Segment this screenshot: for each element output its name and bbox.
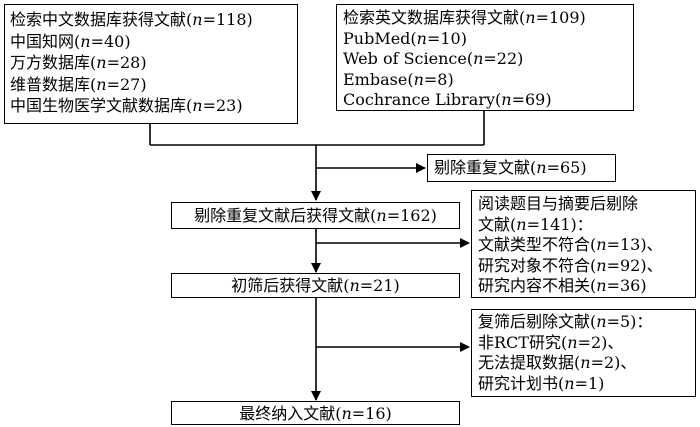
english-database-title: 检索英文数据库获得文献(n=109) bbox=[343, 8, 586, 27]
db-item-cbm: 中国生物医学文献数据库(n=23) bbox=[10, 96, 243, 115]
db-item-vip: 维普数据库(n=27) bbox=[10, 74, 147, 94]
db-item-cnki: 中国知网(n=40) bbox=[10, 31, 131, 51]
db-item-wanfang: 万方数据库(n=28) bbox=[10, 53, 147, 72]
exclude-title-line2: 文献(n=141)： bbox=[478, 214, 593, 234]
final-inclusion-box: 最终纳入文献(n=16) bbox=[171, 401, 460, 425]
english-database-box: 检索英文数据库获得文献(n=109) PubMed(n=10) Web of S… bbox=[336, 4, 634, 111]
exclude-reason-content: 研究内容不相关(n=36) bbox=[478, 276, 647, 295]
chinese-database-title: 检索中文数据库获得文献(n=118) bbox=[10, 10, 253, 29]
exclude-title-line1: 阅读题目与摘要后剔除 bbox=[478, 194, 639, 213]
remove-duplicates-text: 剔除重复文献(n=65) bbox=[434, 158, 587, 177]
db-item-cochrane: Cochrance Library(n=69) bbox=[343, 90, 552, 109]
after-dedup-box: 剔除重复文献后获得文献(n=162) bbox=[171, 202, 460, 229]
exclude-reason-protocol: 研究计划书(n=1) bbox=[478, 373, 605, 393]
final-inclusion-text: 最终纳入文献(n=16) bbox=[239, 404, 392, 423]
exclude-reason-no-data: 无法提取数据(n=2)、 bbox=[478, 353, 637, 372]
after-dedup-text: 剔除重复文献后获得文献(n=162) bbox=[194, 206, 437, 225]
db-item-pubmed: PubMed(n=10) bbox=[343, 28, 467, 48]
exclude-rescreen-line1: 复筛后剔除文献(n=5)： bbox=[478, 312, 653, 331]
db-item-embase: Embase(n=8) bbox=[343, 69, 454, 89]
exclude-rescreen-box: 复筛后剔除文献(n=5)： 非RCT研究(n=2)、 无法提取数据(n=2)、 … bbox=[471, 309, 696, 397]
exclude-reason-type: 文献类型不符合(n=13)、 bbox=[478, 235, 663, 254]
exclude-reason-non-rct: 非RCT研究(n=2)、 bbox=[478, 332, 624, 352]
db-item-web-of-science: Web of Science(n=22) bbox=[343, 49, 524, 68]
exclude-title-abstract-box: 阅读题目与摘要后剔除 文献(n=141)： 文献类型不符合(n=13)、 研究对… bbox=[471, 190, 696, 298]
initial-screen-box: 初筛后获得文献(n=21) bbox=[171, 273, 460, 298]
exclude-reason-subject: 研究对象不符合(n=92)、 bbox=[478, 255, 663, 275]
initial-screen-text: 初筛后获得文献(n=21) bbox=[231, 276, 400, 295]
remove-duplicates-box: 剔除重复文献(n=65) bbox=[427, 154, 616, 182]
chinese-database-box: 检索中文数据库获得文献(n=118) 中国知网(n=40) 万方数据库(n=28… bbox=[4, 4, 298, 124]
